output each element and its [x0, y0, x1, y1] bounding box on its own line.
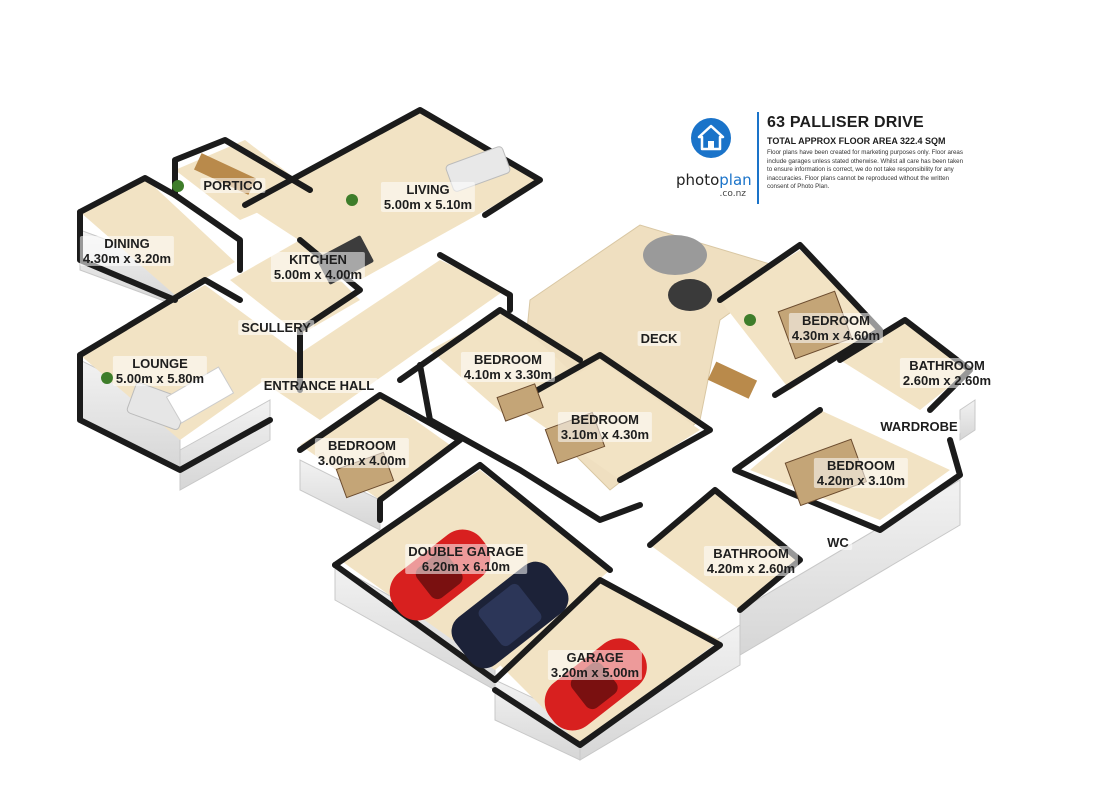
wall-tops [77, 107, 973, 748]
room-label-lounge: LOUNGE 5.00m x 5.80m [112, 356, 208, 386]
room-dimensions: 3.00m x 4.00m [317, 453, 407, 468]
room-name: SCULLERY [241, 320, 311, 335]
room-name: BEDROOM [571, 412, 639, 427]
room-dimensions: 3.20m x 5.00m [550, 665, 640, 680]
property-address: 63 PALLISER DRIVE [767, 114, 924, 131]
room-label-garage: GARAGE 3.20m x 5.00m [547, 650, 643, 680]
disclaimer: Floor plans have been created for market… [767, 149, 964, 191]
room-name: WARDROBE [880, 419, 958, 434]
room-label-bedroom-2: BEDROOM 3.10m x 4.30m [557, 412, 653, 442]
room-label-scullery: SCULLERY [238, 320, 314, 335]
room-name: BEDROOM [802, 313, 870, 328]
room-name: GARAGE [566, 650, 624, 665]
logo-brand: photoplan [676, 171, 752, 189]
room-dimensions: 5.00m x 5.10m [383, 197, 473, 212]
room-label-bedroom-3: BEDROOM 3.00m x 4.00m [314, 438, 410, 468]
room-name: BEDROOM [827, 458, 895, 473]
room-name: ENTRANCE HALL [263, 378, 375, 393]
header-divider [757, 112, 759, 204]
room-label-entrance-hall: ENTRANCE HALL [260, 378, 378, 393]
room-dimensions: 5.00m x 4.00m [273, 267, 363, 282]
room-label-portico: PORTICO [200, 178, 266, 193]
room-name: PORTICO [203, 178, 263, 193]
photoplan-logo: photoplan .co.nz [676, 118, 752, 210]
room-dimensions: 4.30m x 4.60m [791, 328, 881, 343]
room-name: LOUNGE [132, 356, 188, 371]
room-name: DINING [104, 236, 150, 251]
plan-header: 63 PALLISER DRIVE TOTAL APPROX FLOOR ARE… [767, 114, 967, 192]
room-name: DECK [640, 331, 678, 346]
room-name: BATHROOM [713, 546, 789, 561]
room-name: DOUBLE GARAGE [408, 544, 524, 559]
room-name: BEDROOM [328, 438, 396, 453]
room-dimensions: 4.20m x 2.60m [706, 561, 796, 576]
room-label-double-garage: DOUBLE GARAGE 6.20m x 6.10m [405, 544, 527, 574]
logo-domain: .co.nz [719, 189, 746, 199]
room-label-deck: DECK [637, 331, 681, 346]
room-label-kitchen: KITCHEN 5.00m x 4.00m [270, 252, 366, 282]
room-label-wc: WC [824, 535, 852, 550]
room-label-bedroom-4: BEDROOM 4.20m x 3.10m [813, 458, 909, 488]
room-dimensions: 4.20m x 3.10m [816, 473, 906, 488]
room-name: WC [827, 535, 849, 550]
room-dimensions: 2.60m x 2.60m [902, 373, 992, 388]
room-label-wardrobe: WARDROBE [877, 419, 961, 434]
room-name: BATHROOM [909, 358, 985, 373]
logo-circle [691, 118, 731, 158]
floor-area: TOTAL APPROX FLOOR AREA 322.4 SQM [767, 136, 946, 146]
room-label-bedroom-master: BEDROOM 4.30m x 4.60m [788, 313, 884, 343]
room-label-bedroom-1: BEDROOM 4.10m x 3.30m [460, 352, 556, 382]
room-dimensions: 4.30m x 3.20m [82, 251, 172, 266]
room-label-dining: DINING 4.30m x 3.20m [79, 236, 175, 266]
room-label-living: LIVING 5.00m x 5.10m [380, 182, 476, 212]
room-dimensions: 3.10m x 4.30m [560, 427, 650, 442]
room-name: KITCHEN [289, 252, 347, 267]
room-label-bathroom-main: BATHROOM 4.20m x 2.60m [703, 546, 799, 576]
house-icon [697, 124, 725, 151]
room-name: LIVING [406, 182, 450, 197]
room-dimensions: 6.20m x 6.10m [421, 559, 511, 574]
logo-brand-a: photo [676, 171, 720, 189]
room-label-bathroom-ensuite: BATHROOM 2.60m x 2.60m [899, 358, 995, 388]
room-name: BEDROOM [474, 352, 542, 367]
room-dimensions: 5.00m x 5.80m [115, 371, 205, 386]
room-dimensions: 4.10m x 3.30m [463, 367, 553, 382]
logo-brand-b: plan [719, 171, 752, 189]
